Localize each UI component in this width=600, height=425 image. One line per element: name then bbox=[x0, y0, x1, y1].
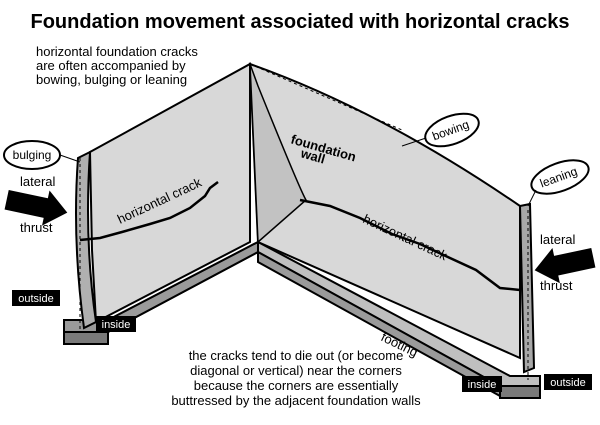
thrust-right: thrust bbox=[540, 278, 573, 293]
thrust-arrow-right-icon bbox=[534, 247, 596, 284]
bowing-pointer bbox=[401, 137, 427, 147]
leaning-pointer bbox=[527, 189, 537, 207]
note-line-4: buttressed by the adjacent foundation wa… bbox=[171, 393, 421, 408]
crack-left bbox=[79, 181, 219, 242]
outside-badge-right bbox=[544, 374, 592, 390]
note-line-2: diagonal or vertical) near the corners bbox=[190, 363, 402, 378]
intro-line-3: bowing, bulging or leaning bbox=[36, 72, 187, 87]
note-line-1: the cracks tend to die out (or become bbox=[189, 348, 404, 363]
crack-right bbox=[299, 198, 521, 292]
intro-line-1: horizontal foundation cracks bbox=[36, 44, 198, 59]
note-line-3: because the corners are essentially bbox=[194, 378, 399, 393]
intro-line-2: are often accompanied by bbox=[36, 58, 186, 73]
right-wall bbox=[248, 62, 536, 374]
bowing-ellipse bbox=[424, 112, 480, 148]
thrust-arrow-left-icon bbox=[4, 189, 68, 226]
inside-label-left: inside bbox=[102, 319, 131, 331]
leaning-ellipse bbox=[530, 159, 590, 195]
outside-label-right: outside bbox=[550, 377, 585, 389]
inside-badge-right bbox=[462, 376, 502, 392]
bowing-reference bbox=[249, 63, 403, 131]
bulging-label: bulging bbox=[13, 148, 52, 162]
bulging-pointer bbox=[59, 154, 81, 163]
inside-label-right: inside bbox=[468, 379, 497, 391]
outside-label-left: outside bbox=[18, 293, 53, 305]
inside-badge-left bbox=[96, 316, 136, 332]
foundation-label-2: wall bbox=[298, 145, 327, 166]
lateral-right: lateral bbox=[540, 232, 576, 247]
outside-badge-left bbox=[12, 290, 60, 306]
lateral-left: lateral bbox=[20, 174, 56, 189]
title: Foundation movement associated with hori… bbox=[31, 11, 570, 33]
